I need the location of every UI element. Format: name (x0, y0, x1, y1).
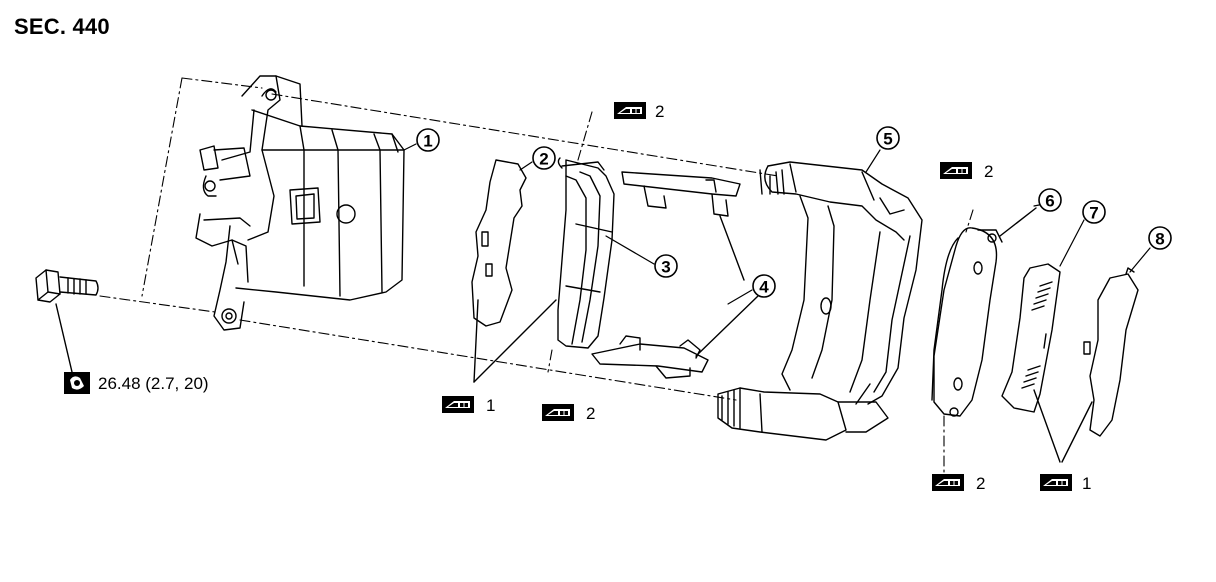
outer-shim-cover (1083, 267, 1139, 437)
callout-leaders (403, 143, 1151, 305)
grease-symbol-outer-shim: 1 (1039, 473, 1091, 493)
inner-pad-shim (471, 159, 527, 383)
section-title: SEC. 440 (14, 14, 110, 39)
torque-wrench-icon (64, 372, 90, 394)
callout-8: 8 (1155, 230, 1164, 249)
grease-icon (939, 161, 973, 180)
alignment-lines (99, 77, 974, 473)
grease-symbol-inner-pad: 2 (541, 403, 595, 423)
callout-6: 6 (1045, 192, 1054, 211)
svg-text:1: 1 (486, 396, 495, 415)
grease-icon (441, 395, 475, 414)
grease-icon (613, 101, 647, 120)
callout-3: 3 (661, 258, 670, 277)
callout-7: 7 (1089, 204, 1098, 223)
torque-spec: 26.48 (2.7, 20) (64, 372, 209, 394)
svg-text:1: 1 (1082, 474, 1091, 493)
svg-text:2: 2 (586, 404, 595, 423)
svg-text:2: 2 (655, 102, 664, 121)
grease-symbol-outer-pad-top: 2 (939, 161, 993, 181)
caliper-body (195, 75, 405, 331)
callout-2: 2 (539, 150, 548, 169)
svg-text:2: 2 (984, 162, 993, 181)
svg-text:2: 2 (976, 474, 985, 493)
grease-icon (931, 473, 965, 492)
pad-retainers (591, 171, 759, 379)
torque-member (717, 161, 923, 441)
grease-symbol-top-center: 2 (613, 101, 664, 121)
grease-icon (541, 403, 575, 422)
callout-5: 5 (883, 130, 892, 149)
torque-value: 26.48 (2.7, 20) (98, 374, 209, 393)
caliper-bolt (35, 269, 99, 373)
callout-circles (416, 126, 1172, 298)
callout-4: 4 (759, 278, 769, 297)
grease-icon (1039, 473, 1073, 492)
outer-brake-pad (931, 207, 1037, 417)
grease-symbol-inner-shim: 1 (441, 395, 495, 415)
outer-pad-shim (1001, 263, 1093, 463)
inner-brake-pad (473, 157, 615, 383)
callout-1: 1 (423, 132, 432, 151)
grease-symbol-outer-pad-bottom: 2 (931, 473, 985, 493)
